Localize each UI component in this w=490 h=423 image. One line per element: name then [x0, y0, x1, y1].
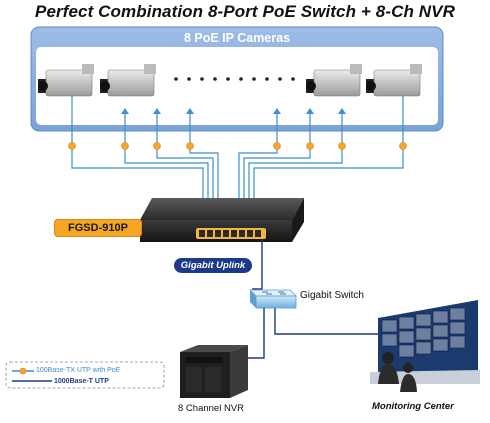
monitoring-center-label: Monitoring Center: [372, 401, 454, 412]
ip-camera-2: [100, 64, 156, 97]
nvr-label: 8 Channel NVR: [178, 403, 245, 414]
camera-panel: [30, 26, 444, 132]
legend-box: [5, 361, 165, 389]
ip-camera-8: [366, 64, 422, 97]
more-cameras-ellipsis: [174, 77, 295, 81]
uplink-cable: [252, 240, 263, 290]
diagram-title: Perfect Combination 8-Port PoE Switch + …: [35, 2, 455, 21]
camera-panel-label: 8 PoE IP Cameras: [183, 31, 291, 45]
legend-utp-label: 1000Base-T UTP: [54, 378, 109, 385]
uplink-badge: Gigabit Uplink: [174, 258, 252, 273]
ip-camera-1: [38, 64, 94, 97]
nvr-device: [180, 345, 248, 398]
gigabit-switch-label: Gigabit Switch: [300, 290, 364, 301]
gigabit-switch-icon: [249, 289, 297, 309]
poe-cables: [71, 95, 404, 225]
switch-model-badge: FGSD-910P: [54, 219, 142, 237]
ip-camera-7: [306, 64, 362, 97]
poe-dots: [68, 142, 407, 150]
poe-arrows: [121, 108, 346, 114]
legend-poe-label: 100Base-TX UTP with PoE: [36, 367, 121, 374]
monitoring-center: [370, 300, 480, 392]
poe-switch: [140, 198, 304, 242]
utp-cables: [248, 308, 380, 359]
